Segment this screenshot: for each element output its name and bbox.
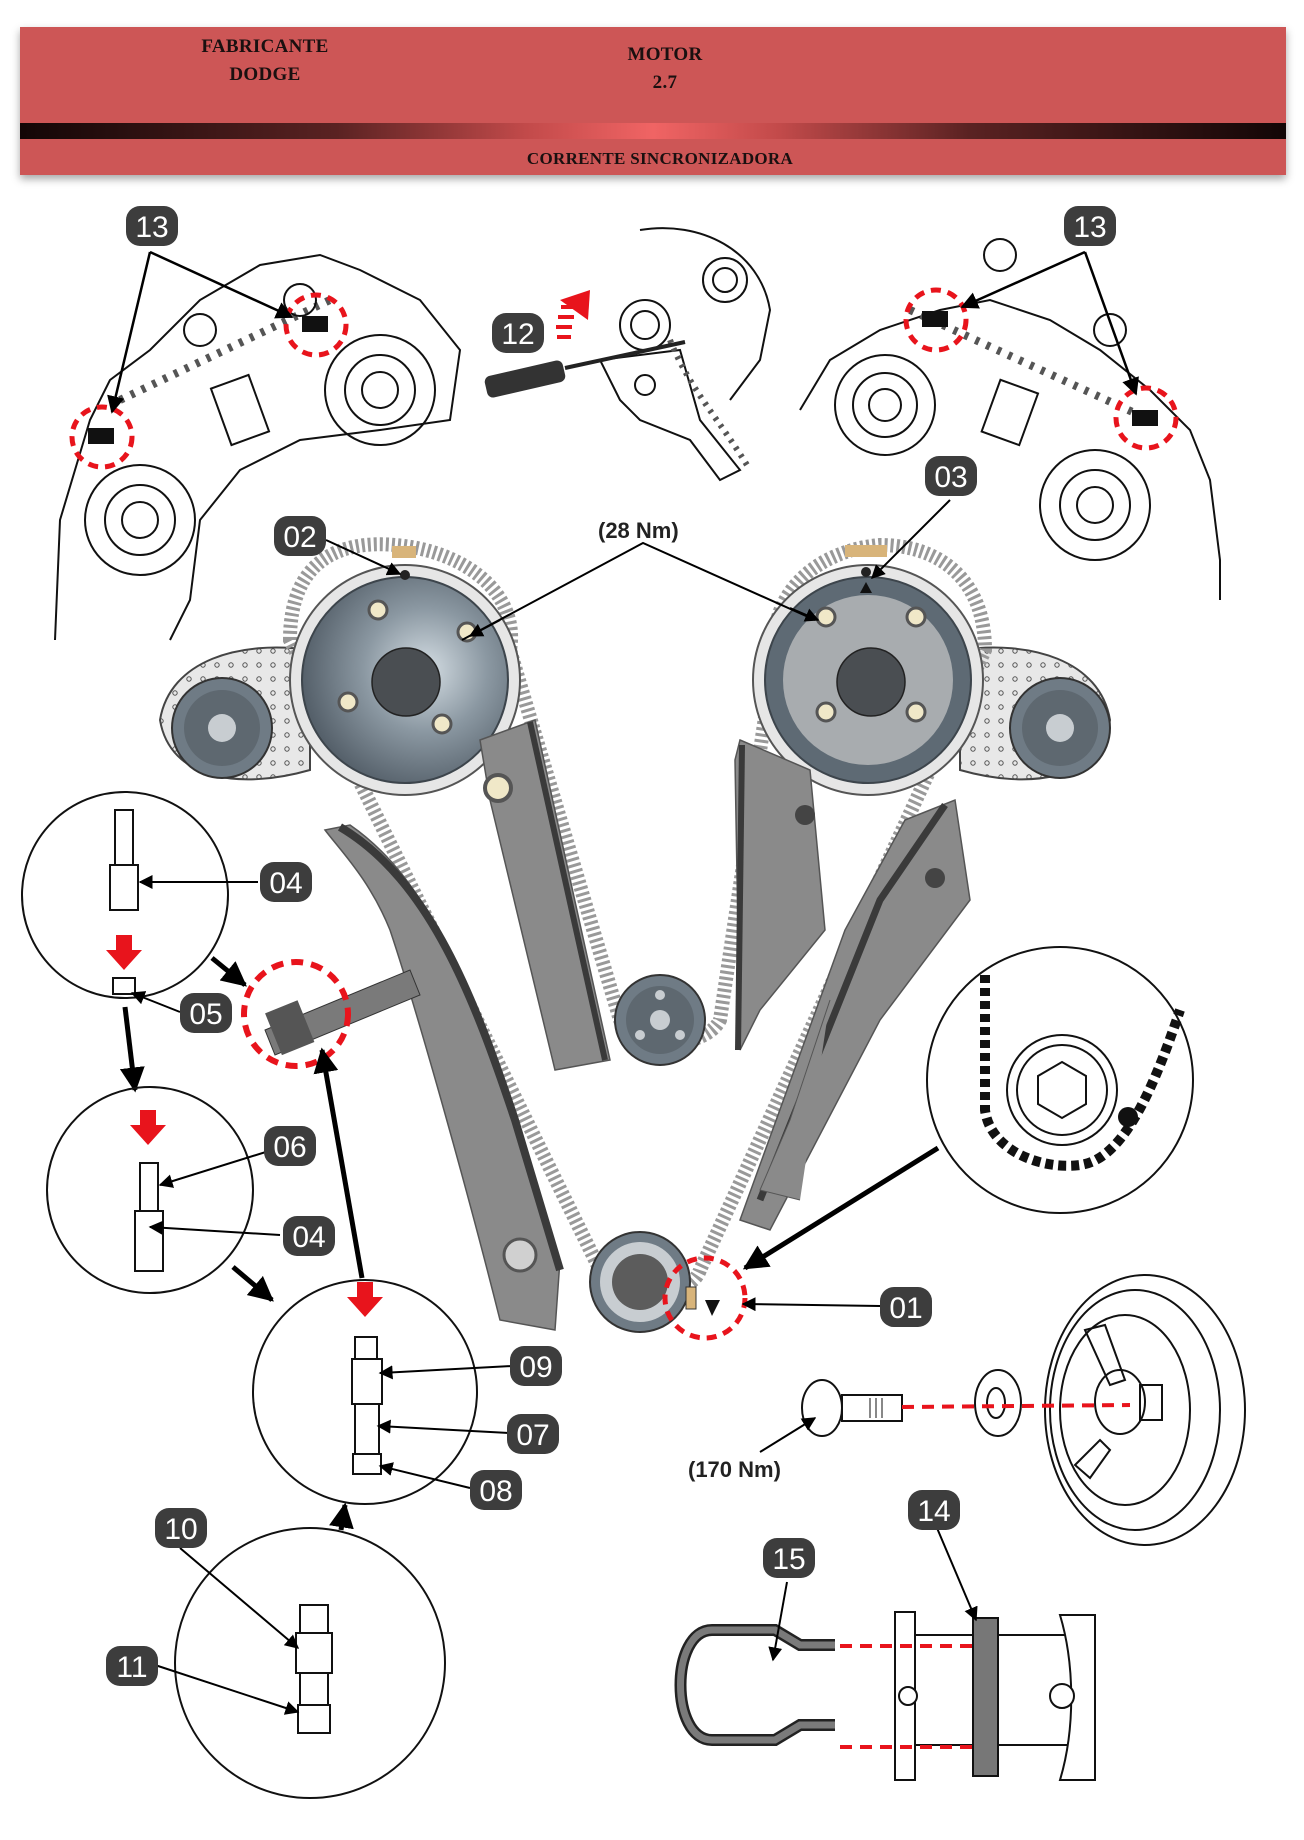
callout-badge-04-bottom: 04 [283,1216,335,1256]
pointer-02 [325,539,402,576]
detail-circle-tensioner-reset [46,1086,286,1302]
left-head-timing-marks [69,250,349,470]
svg-text:02: 02 [283,521,316,554]
tensioner-piston [241,959,421,1069]
crank-bolt-torque: (170 Nm) [688,1457,781,1482]
svg-text:04: 04 [292,1221,325,1254]
svg-text:12: 12 [501,318,534,351]
camshaft-bolt-torque: (28 Nm) [598,518,679,543]
right-camshaft-sprocket [752,545,984,796]
callout-badge-10: 10 [155,1508,207,1548]
oil-pump-sprocket [614,974,706,1066]
right-head-timing-marks [903,250,1179,451]
callout-badge-01: 01 [880,1287,932,1327]
right-chain-guide [739,798,971,1231]
crankshaft-sprocket [589,1231,748,1341]
svg-text:15: 15 [772,1543,805,1576]
timing-chain-diagram: (28 Nm) (170 Nm) 13 12 13 02 03 04 05 06… [21,206,1246,1799]
header-divider-stripe [20,123,1286,139]
callout-badge-12: 12 [492,313,544,353]
engine-value: 2.7 [652,72,678,93]
svg-text:10: 10 [164,1513,197,1546]
right-upper-chain-guide [734,738,826,1051]
svg-text:05: 05 [189,998,222,1031]
callout-badge-04-top: 04 [260,862,312,902]
callout-badge-05: 05 [180,993,232,1033]
pointer-01 [741,1297,881,1312]
svg-text:08: 08 [479,1475,512,1508]
screwdriver-icon [484,340,686,398]
left-camshaft-sprocket [289,546,521,796]
detail-circle-crank-timing-mark [742,946,1194,1271]
svg-text:13: 13 [135,211,168,244]
callout-badge-14: 14 [908,1490,960,1530]
svg-text:14: 14 [917,1495,950,1528]
svg-text:07: 07 [516,1419,549,1452]
crank-assembly-axis [901,1403,1131,1409]
callout-badge-09: 09 [510,1346,562,1386]
callout-badge-03: 03 [925,456,977,496]
crank-washer [974,1369,1022,1437]
svg-text:11: 11 [116,1651,147,1684]
svg-text:06: 06 [273,1131,306,1164]
callout-badge-15: 15 [763,1538,815,1578]
svg-text:03: 03 [934,461,967,494]
right-cylinder-head-illustration [799,238,1221,600]
manufacturer-value: DODGE [229,64,301,85]
callout-badge-13-right: 13 [1064,206,1116,246]
camshaft-holding-tool [894,1527,1096,1781]
left-upper-chain-guide [479,719,611,1071]
camshaft-torque-pointers [461,541,820,641]
document-header: FABRICANTE DODGE MOTOR 2.7 CORRENTE SINC… [20,27,1286,175]
crank-bolt [759,1379,903,1453]
svg-text:04: 04 [269,867,302,900]
callout-badge-11: 11 [106,1646,158,1686]
left-idler-sprocket [158,646,311,781]
manufacturer-label: FABRICANTE [201,36,329,57]
detail-circle-tensioner-new [154,1502,446,1799]
detail-circle-tensioner-removal [21,791,258,1093]
crank-pulley [1044,1274,1246,1546]
section-title: CORRENTE SINCRONIZADORA [526,149,794,168]
locking-pin-tool [674,1581,835,1746]
callout-badge-02: 02 [274,516,326,556]
pointer-03 [871,499,951,579]
right-idler-sprocket [959,646,1112,781]
detail-circle-tensioner-assembled [252,1047,513,1505]
callout-badge-13-left: 13 [126,206,178,246]
svg-text:13: 13 [1073,211,1106,244]
left-cylinder-head-illustration [54,253,462,641]
callout-badge-08: 08 [470,1470,522,1510]
engine-label: MOTOR [627,44,703,65]
callout-badge-07: 07 [507,1414,559,1454]
callout-badge-06: 06 [264,1126,316,1166]
svg-text:09: 09 [519,1351,552,1384]
tensioner-release-illustration [598,227,772,482]
svg-text:01: 01 [889,1292,922,1325]
lift-direction-arrow-icon [556,290,590,339]
left-tensioner-arm [323,823,564,1331]
